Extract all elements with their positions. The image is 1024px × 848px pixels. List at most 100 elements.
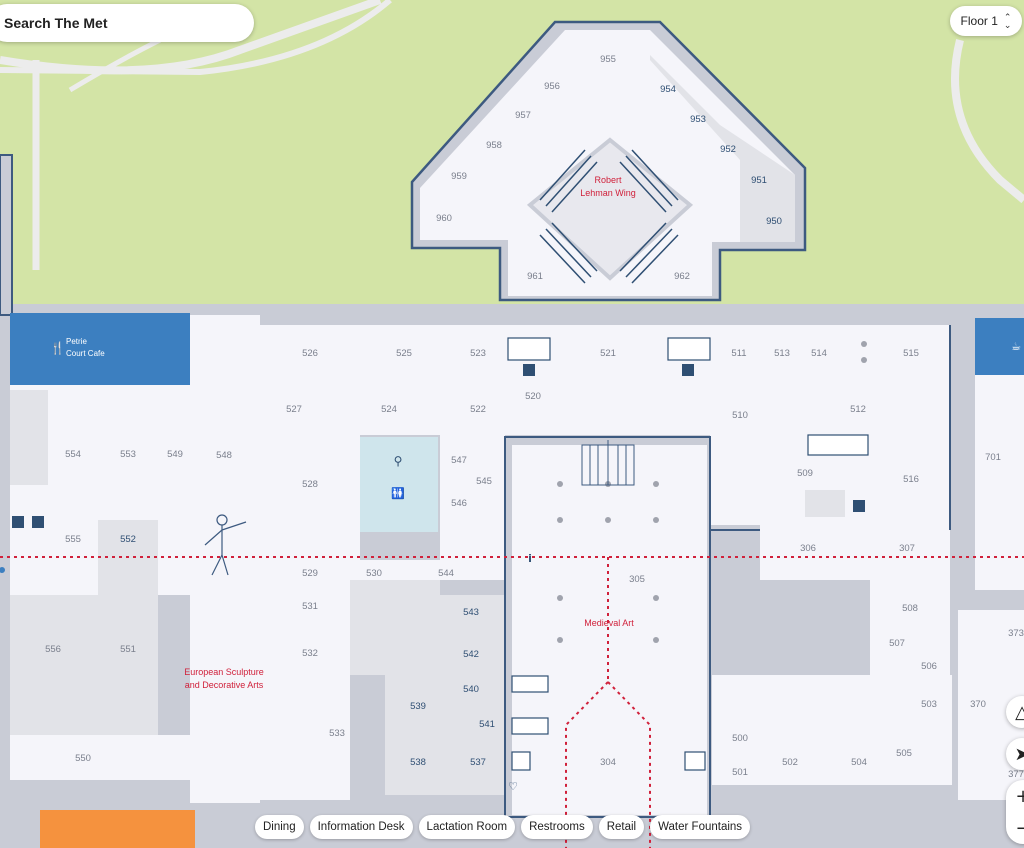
- room-label: 556: [45, 644, 61, 655]
- room-label: 955: [600, 54, 616, 65]
- floor-selector[interactable]: Floor 1 ⌃⌄: [950, 6, 1022, 36]
- room-label: 555: [65, 534, 81, 545]
- room-label: 511: [731, 348, 746, 359]
- room-label: 956: [544, 81, 560, 92]
- room-label: 510: [732, 410, 748, 421]
- gallery-label-lehman[interactable]: Robert: [594, 175, 622, 185]
- coffee-icon: ☕: [1011, 340, 1021, 353]
- chevron-updown-icon: ⌃⌄: [1003, 12, 1012, 30]
- room-label: 515: [903, 348, 919, 359]
- room-label: 526: [302, 348, 318, 359]
- room-label: 959: [451, 171, 467, 182]
- room-label: 554: [65, 449, 81, 460]
- room-label: 503: [921, 699, 937, 710]
- gallery-label-medieval[interactable]: Medieval Art: [584, 618, 634, 628]
- room-label: 951: [751, 175, 767, 186]
- room-label: 537: [470, 757, 486, 768]
- park-path: [68, 37, 162, 93]
- room-label: 514: [811, 348, 827, 359]
- compass-button[interactable]: △: [1006, 696, 1024, 728]
- room-label: 373: [1008, 628, 1024, 639]
- location-dot: [0, 567, 5, 573]
- room-label: 508: [902, 603, 918, 614]
- restroom-area: [360, 437, 438, 532]
- gallery-label-lehman[interactable]: Lehman Wing: [580, 188, 636, 198]
- locate-icon: ➤: [1014, 743, 1024, 765]
- dining-area-east[interactable]: [975, 318, 1024, 375]
- room-label: 544: [438, 568, 454, 579]
- locate-button[interactable]: ➤: [1006, 738, 1024, 770]
- room-label: 516: [903, 474, 919, 485]
- chip-restrooms[interactable]: Restrooms: [521, 815, 593, 839]
- room-label: 377: [1008, 769, 1024, 780]
- chip-water-fountains[interactable]: Water Fountains: [650, 815, 751, 839]
- room-label: 513: [774, 348, 790, 359]
- courtyard-wall: [710, 580, 870, 675]
- chip-retail[interactable]: Retail: [598, 815, 645, 839]
- room-label: 950: [766, 216, 782, 227]
- room-label: 521: [600, 348, 616, 359]
- room-label: 542: [463, 649, 479, 660]
- room-label: 305: [629, 574, 645, 585]
- room-label: 553: [120, 449, 136, 460]
- room-label: 530: [366, 568, 382, 579]
- gallery-label-european[interactable]: and Decorative Arts: [185, 680, 264, 690]
- room-label: 520: [525, 391, 541, 402]
- room-label: 501: [732, 767, 748, 778]
- room-label: 962: [674, 271, 690, 282]
- room-label: 545: [476, 476, 492, 487]
- chip-information-desk[interactable]: Information Desk: [309, 815, 413, 839]
- room-label: 701: [985, 452, 1001, 463]
- room-label: 958: [486, 140, 502, 151]
- room-label: 953: [690, 114, 706, 125]
- room-label: 306: [800, 543, 816, 554]
- room-label: 551: [120, 644, 136, 655]
- search-bar[interactable]: Search The Met: [0, 4, 254, 42]
- rooms: [10, 315, 1024, 815]
- room-label: 528: [302, 479, 318, 490]
- room-label: 525: [396, 348, 412, 359]
- room-label: 549: [167, 449, 183, 460]
- search-input[interactable]: Search The Met: [4, 15, 108, 31]
- room-label: 527: [286, 404, 302, 415]
- room-label: 509: [797, 468, 813, 479]
- park-path: [0, 0, 392, 76]
- room-label: 524: [381, 404, 397, 415]
- park-path: [951, 39, 1024, 204]
- room-label: 533: [329, 728, 345, 739]
- info-icon: i: [528, 552, 532, 565]
- room-label: 500: [732, 733, 748, 744]
- room-label: 538: [410, 757, 426, 768]
- svg-text:🍴: 🍴: [50, 341, 65, 355]
- room-label: 307: [899, 543, 915, 554]
- room-label: 952: [720, 144, 736, 155]
- room-label: 531: [302, 601, 318, 612]
- room-label: 506: [921, 661, 937, 672]
- room-label: 529: [302, 568, 318, 579]
- room-labels[interactable]: 955 956 957 958 959 960 961 962 954 953 …: [45, 54, 1024, 780]
- wall-outline: [709, 325, 951, 531]
- lehman-stairs: [539, 149, 679, 284]
- west-wing-wall: [0, 154, 13, 316]
- fork-knife-icon: 🍴: [50, 341, 65, 355]
- gallery-label-european[interactable]: European Sculpture: [184, 667, 264, 677]
- room-label: 370: [970, 699, 986, 710]
- room-label: 523: [470, 348, 486, 359]
- floor-label: Floor 1: [960, 14, 998, 28]
- zoom-in-icon[interactable]: +: [1015, 785, 1024, 807]
- room-label: 961: [527, 271, 543, 282]
- chip-dining[interactable]: Dining: [255, 815, 304, 839]
- zoom-out-icon[interactable]: −: [1015, 817, 1024, 839]
- retail-area[interactable]: [40, 810, 195, 848]
- lactation-icon: ♡: [508, 780, 518, 793]
- elevator-icon: [523, 364, 535, 376]
- room-label: 957: [515, 110, 531, 121]
- dining-area[interactable]: [10, 313, 190, 385]
- shaded-rooms: [10, 390, 845, 795]
- room-label: 543: [463, 607, 479, 618]
- chip-lactation-room[interactable]: Lactation Room: [418, 815, 516, 839]
- restroom-icon: 🚻: [391, 487, 405, 500]
- statue-icon: [204, 514, 247, 576]
- room-label: 954: [660, 84, 676, 95]
